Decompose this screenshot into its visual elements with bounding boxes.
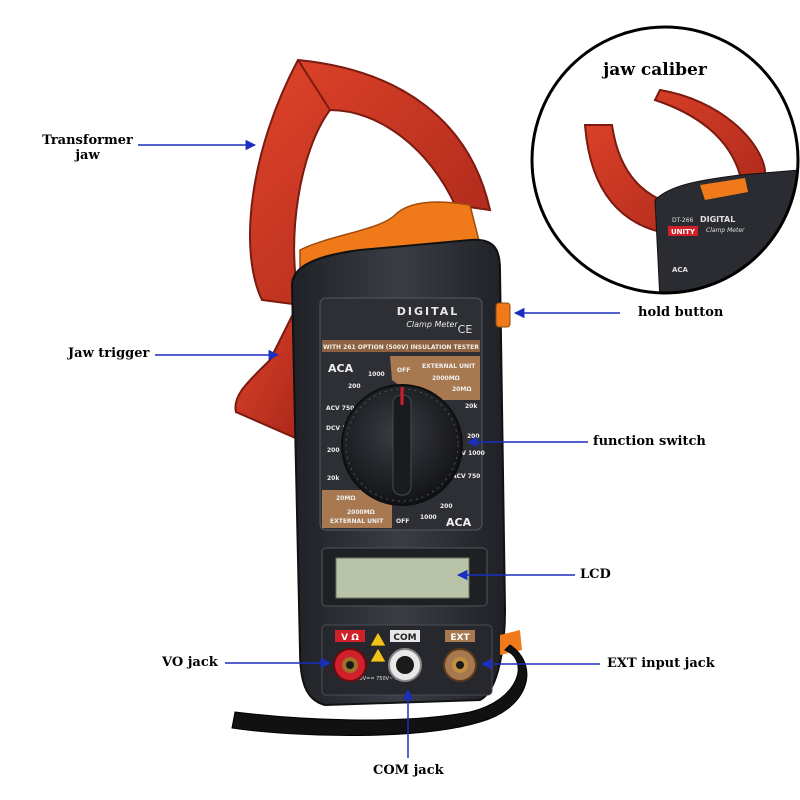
dial-20m-bottom: 20MΩ — [336, 495, 355, 502]
dial-ohm-20k: 20k — [327, 475, 340, 482]
inset-title: jaw caliber — [603, 60, 707, 80]
wrist-strap[interactable] — [231, 644, 528, 737]
com-label: COM — [393, 633, 416, 643]
dial-200-bottom: 200 — [440, 503, 453, 510]
dial-acv-750: ACV 750 — [326, 405, 354, 412]
rating-text: 1000V== 750V~ MAX — [350, 676, 407, 682]
dial-ohm-200: 200 — [327, 447, 340, 454]
vohm-label: V Ω — [341, 633, 359, 643]
jaw-caliber-inset: DT-266 DIGITAL Clamp Meter UNITY ACA — [530, 25, 800, 295]
label-com-jack: COM jack — [373, 763, 444, 778]
ext-label-box — [445, 630, 475, 642]
label-vo-jack: VO jack — [162, 655, 218, 670]
label-jaw-trigger: Jaw trigger — [68, 346, 150, 361]
dial-off-bottom: OFF — [396, 518, 409, 525]
ce-mark: CE — [458, 323, 473, 336]
inset-aca: ACA — [672, 266, 689, 274]
transformer-jaw — [249, 58, 492, 307]
dial-2000m-top: 2000MΩ — [432, 375, 460, 382]
option-strip — [322, 340, 480, 352]
dial-ext-unit-bottom: EXTERNAL UNIT — [330, 518, 384, 525]
inset-brand: DIGITAL — [700, 215, 735, 224]
range-panel-bottom — [322, 490, 392, 528]
label-function-switch: function switch — [593, 434, 706, 449]
dial-20m-top: 20MΩ — [452, 386, 471, 393]
label-ext-input-jack: EXT input jack — [607, 656, 715, 671]
warning-icon — [369, 631, 387, 647]
jaw-trigger[interactable] — [234, 296, 307, 442]
dial-right-20k: 20k — [465, 403, 478, 410]
dial-aca-1000: 1000 — [368, 371, 385, 378]
com-jack[interactable] — [388, 648, 422, 682]
function-switch[interactable] — [341, 384, 463, 506]
dial-ext-unit-top: EXTERNAL UNIT — [422, 363, 476, 370]
dial-aca-200: 200 — [348, 383, 361, 390]
brand-text: DIGITAL — [397, 305, 460, 318]
bottom-tab — [500, 630, 522, 655]
vohm-label-box — [335, 630, 365, 642]
dial-aca-top: ACA — [328, 362, 354, 375]
inset-logo: UNITY — [671, 228, 696, 236]
com-label-box — [390, 630, 420, 642]
label-lcd: LCD — [580, 567, 611, 582]
dial-right-acv-750: ACV 750 — [452, 473, 480, 480]
inset-brand-script: Clamp Meter — [706, 227, 745, 234]
callout-arrows — [138, 139, 620, 758]
dial-2000m-bottom: 2000MΩ — [347, 509, 375, 516]
warning-icon-2 — [369, 647, 387, 663]
dial-aca-bottom: ACA — [446, 516, 472, 529]
lcd-display — [321, 547, 488, 607]
inset-logo-box — [668, 226, 698, 236]
dial-right-200: 200 — [467, 433, 480, 440]
dial-right-dcv-1000: DCV 1000 — [452, 450, 485, 457]
hold-button[interactable] — [495, 302, 511, 328]
label-transformer-jaw-line2: jaw — [75, 148, 100, 163]
vo-jack[interactable] — [333, 648, 367, 682]
dial-dcv-1000: DCV 1000 — [326, 425, 359, 432]
label-transformer-jaw: Transformer jaw — [40, 133, 135, 163]
option-strip-text: WITH 261 OPTION (500V) INSULATION TESTER — [323, 344, 479, 351]
dial-off-top: OFF — [397, 367, 410, 374]
ext-label: EXT — [450, 633, 470, 643]
brand-script: Clamp Meter — [406, 320, 458, 329]
inset-model: DT-266 — [672, 217, 694, 224]
label-transformer-jaw-line1: Transformer — [42, 133, 133, 148]
ext-input-jack[interactable] — [443, 648, 477, 682]
dial-1000-bottom: 1000 — [420, 514, 437, 521]
inset-collar — [700, 178, 748, 200]
dial-labels: ACA 200 1000 OFF EXTERNAL UNIT 2000MΩ 20… — [326, 362, 485, 529]
label-hold-button: hold button — [638, 305, 724, 320]
